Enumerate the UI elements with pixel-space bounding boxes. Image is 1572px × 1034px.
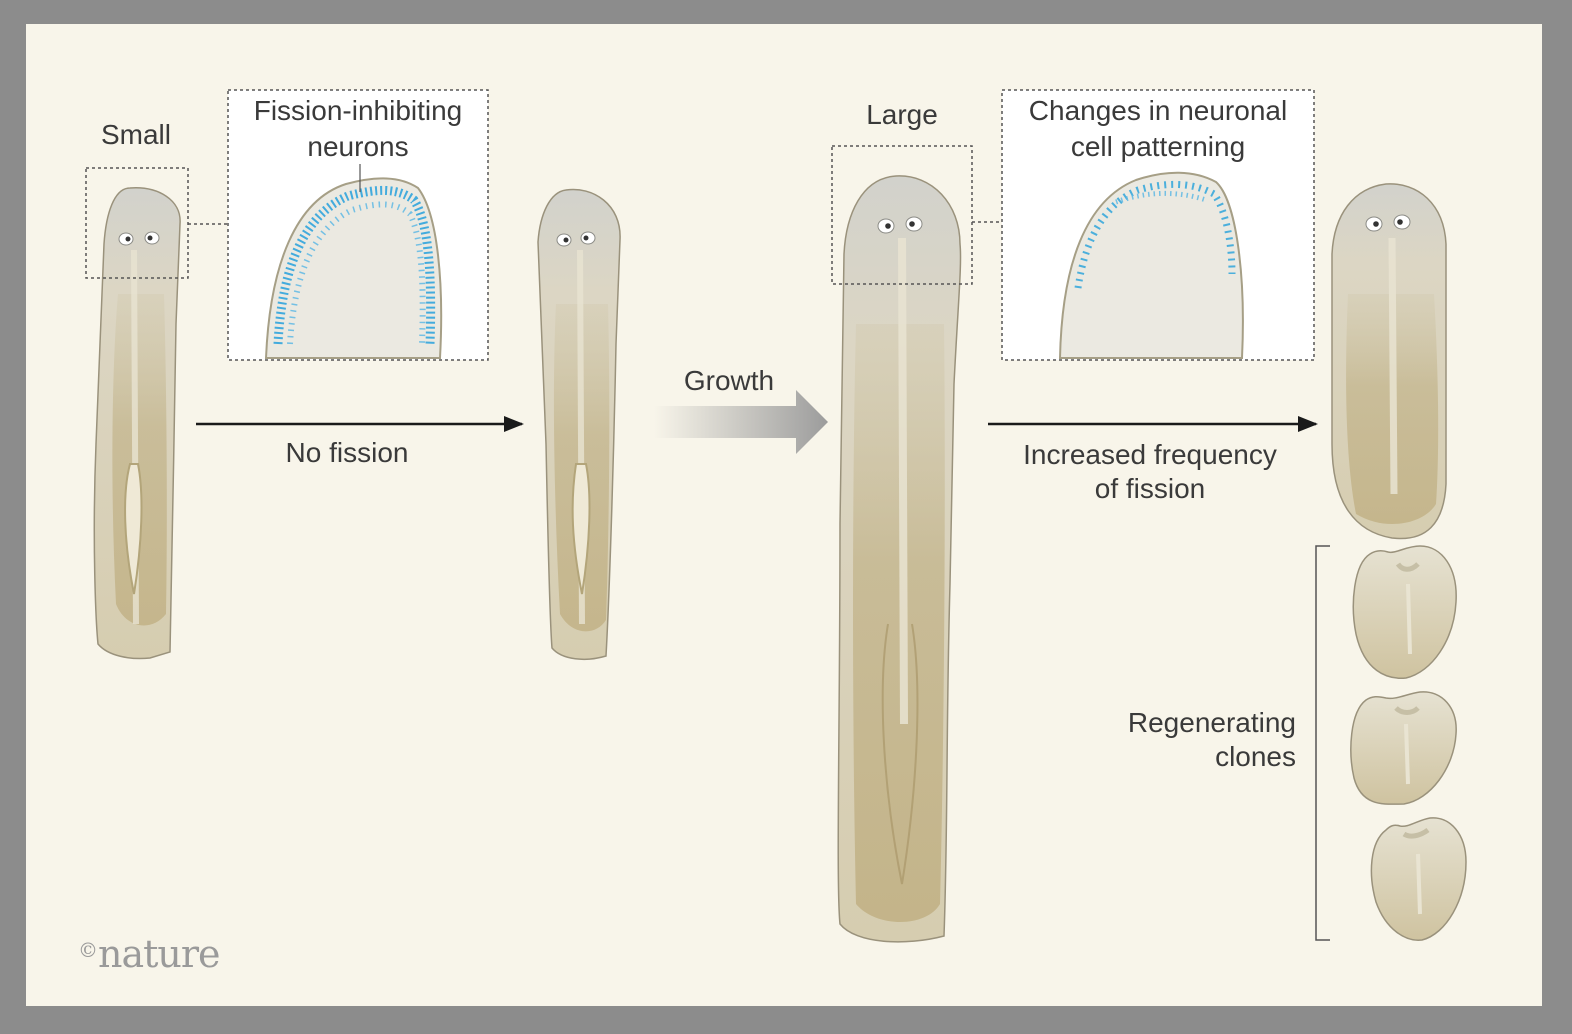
inset-large-title-line1: Changes in neuronal [1002,94,1314,128]
copyright-mark: © [78,938,97,962]
inset-large-title-line2: cell patterning [1002,130,1314,164]
brand-name: nature [98,932,220,976]
regenerating-clone-3 [1371,818,1466,940]
growth-label: Growth [654,364,804,398]
inset-small-title-line2: neurons [228,130,488,164]
small-worm-before [94,188,180,659]
small-label: Small [88,118,184,152]
clones-label-line2: clones [1086,740,1296,774]
planarian-diagram [26,24,1542,1006]
growth-arrow [654,390,828,454]
nature-logo: ©nature [78,932,220,976]
regenerating-clone-1 [1353,546,1456,678]
no-fission-label: No fission [242,436,452,470]
inset-small-title-line1: Fission-inhibiting [228,94,488,128]
increased-fission-label-line2: of fission [990,472,1310,506]
large-label: Large [832,98,972,132]
small-worm-after [538,189,620,659]
clones-label-line1: Regenerating [1086,706,1296,740]
fissioned-head-piece [1332,184,1446,539]
increased-fission-label-line1: Increased frequency [990,438,1310,472]
clones-bracket [1316,546,1330,940]
large-worm [838,176,960,942]
figure-panel: Small Fission-inhibiting neurons No fiss… [26,24,1542,1006]
regenerating-clone-2 [1351,692,1456,804]
